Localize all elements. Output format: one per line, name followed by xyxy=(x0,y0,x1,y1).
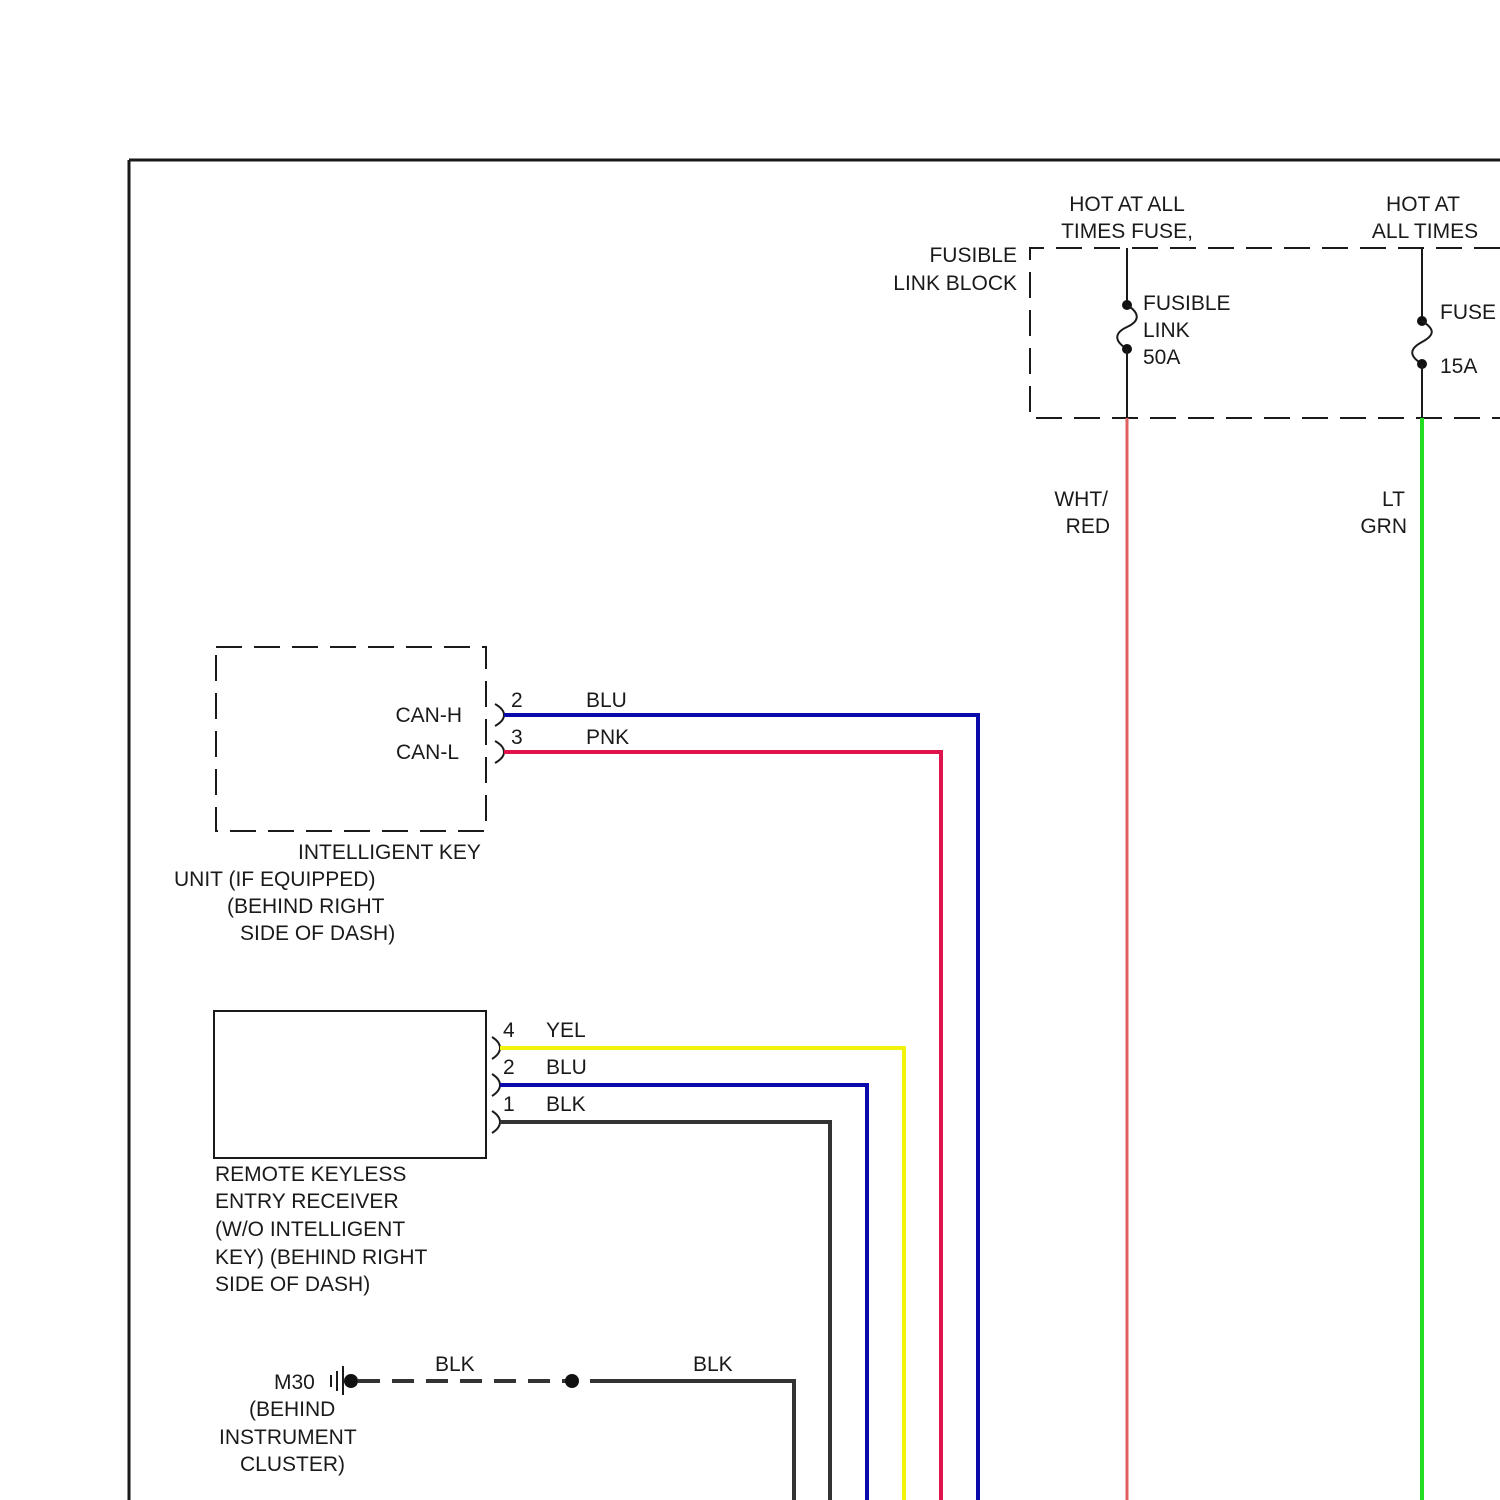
ground-location-label: (BEHIND xyxy=(249,1398,335,1421)
fuse-symbol xyxy=(1412,321,1432,364)
component-caption: KEY) (BEHIND RIGHT xyxy=(215,1246,428,1269)
wire-color-label: GRN xyxy=(1360,515,1407,538)
fuse-symbol xyxy=(1117,305,1137,349)
wire-color-label: BLU xyxy=(546,1056,587,1079)
connector-pin-symbol xyxy=(492,1037,500,1059)
connector-pin-symbol xyxy=(495,741,504,763)
fusible-link-block-outline xyxy=(1030,248,1500,418)
pin-number-label: 4 xyxy=(503,1019,515,1042)
hot-at-all-times-label: ALL TIMES xyxy=(1372,220,1478,243)
fusible-link-block-label: FUSIBLE xyxy=(929,244,1017,267)
splice-dot xyxy=(565,1374,579,1388)
blk-ground-wire xyxy=(590,1381,794,1500)
wire-color-label: PNK xyxy=(586,726,629,749)
fuse-name-label: LINK xyxy=(1143,319,1190,342)
hot-at-all-times-label: TIMES FUSE, xyxy=(1061,220,1193,243)
feed-wires: WHT/ RED LT GRN xyxy=(1054,418,1422,1500)
component-caption: INTELLIGENT KEY xyxy=(298,841,481,864)
component-caption: SIDE OF DASH) xyxy=(240,922,395,945)
fusible-link-block: FUSIBLE LINK BLOCK HOT AT ALL TIMES FUSE… xyxy=(893,193,1500,418)
fuse-rating-label: 50A xyxy=(1143,346,1180,369)
hot-at-all-times-label: HOT AT xyxy=(1386,193,1460,216)
fusible-link-block-label: LINK BLOCK xyxy=(893,272,1017,295)
component-caption: (W/O INTELLIGENT xyxy=(215,1218,405,1241)
pin-name-label: CAN-H xyxy=(396,704,463,727)
component-caption: REMOTE KEYLESS xyxy=(215,1163,406,1186)
ground-location-label: INSTRUMENT xyxy=(219,1426,357,1449)
wire-color-label: BLK xyxy=(546,1093,586,1116)
ground-terminal-dot xyxy=(344,1374,358,1388)
connector-pin-symbol xyxy=(492,1074,500,1096)
receiver-outline xyxy=(214,1011,486,1158)
wire-color-label: BLK xyxy=(435,1353,475,1376)
pin-number-label: 2 xyxy=(511,689,523,712)
wire-color-label: WHT/ xyxy=(1054,488,1108,511)
component-caption: ENTRY RECEIVER xyxy=(215,1190,399,1213)
wire-color-label: LT xyxy=(1382,488,1405,511)
fuse-rating-label: 15A xyxy=(1440,355,1477,378)
wire-color-label: BLU xyxy=(586,689,627,712)
component-caption: SIDE OF DASH) xyxy=(215,1273,370,1296)
pin-number-label: 3 xyxy=(511,726,523,749)
blk-wire xyxy=(500,1122,830,1500)
connector-pin-symbol xyxy=(492,1111,500,1133)
wire-color-label: RED xyxy=(1066,515,1110,538)
component-caption: UNIT (IF EQUIPPED) xyxy=(174,868,375,891)
pin-number-label: 1 xyxy=(503,1093,515,1116)
wire-color-label: YEL xyxy=(546,1019,586,1042)
ground-icon xyxy=(331,1366,343,1395)
ground-location-label: CLUSTER) xyxy=(240,1453,345,1476)
intelligent-key-unit-outline xyxy=(216,647,486,831)
ground-m30: BLK BLK M30 (BEHIND INSTRUMENT CLUSTER) xyxy=(219,1353,794,1500)
fusible-link-50a: HOT AT ALL TIMES FUSE, FUSIBLE LINK 50A xyxy=(1061,193,1230,418)
component-caption: (BEHIND RIGHT xyxy=(227,895,385,918)
can-l-pnk-wire xyxy=(504,752,941,1500)
blu-wire xyxy=(500,1085,867,1500)
pin-number-label: 2 xyxy=(503,1056,515,1079)
pin-name-label: CAN-L xyxy=(396,741,459,764)
connector-pin-symbol xyxy=(495,704,504,726)
fuse-name-label: FUSE xyxy=(1440,301,1496,324)
fuse-name-label: FUSIBLE xyxy=(1143,292,1231,315)
wire-color-label: BLK xyxy=(693,1353,733,1376)
fuse-15a: HOT AT ALL TIMES FUSE 15A xyxy=(1372,193,1496,418)
ground-name-label: M30 xyxy=(274,1371,315,1394)
diagram-frame xyxy=(129,160,1500,1500)
hot-at-all-times-label: HOT AT ALL xyxy=(1069,193,1185,216)
